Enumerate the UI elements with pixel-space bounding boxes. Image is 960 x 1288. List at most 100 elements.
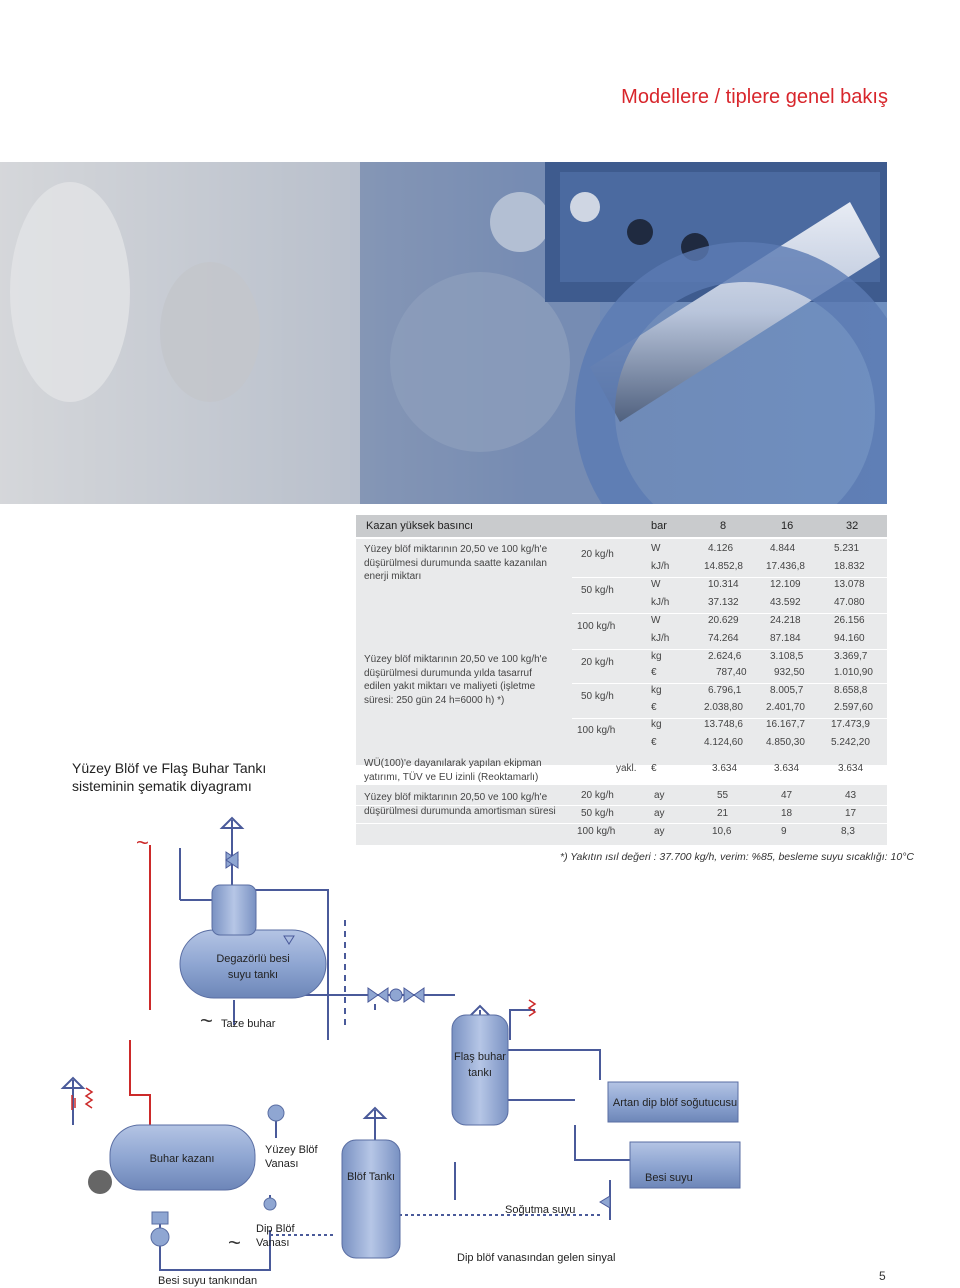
taze-buhar-label: Taze buhar: [221, 1018, 276, 1030]
energy-unit-2b: kJ/h: [651, 597, 670, 608]
amort-val: 55: [717, 790, 729, 801]
amort-val: 47: [781, 790, 793, 801]
row-divider: [356, 823, 887, 824]
savings-val: 4.124,60: [704, 737, 743, 748]
amort-val: 10,6: [712, 826, 732, 837]
savings-val: 932,50: [774, 667, 805, 678]
energy-val: 47.080: [834, 597, 865, 608]
energy-unit-1b: kJ/h: [651, 561, 670, 572]
savings-val: 2.597,60: [834, 702, 873, 713]
product-photo: [0, 162, 887, 504]
savings-val: 5.242,20: [831, 737, 870, 748]
energy-val: 14.852,8: [704, 561, 743, 572]
energy-val: 43.592: [770, 597, 801, 608]
header-pressure-1: 8: [720, 520, 727, 532]
amort-val: 43: [845, 790, 857, 801]
energy-unit-2a: W: [651, 579, 661, 590]
savings-val: 787,40: [716, 667, 747, 678]
row-divider: [572, 577, 887, 578]
savings-flow-3: 100 kg/h: [577, 725, 616, 736]
energy-val: 10.314: [708, 579, 739, 590]
page-header-title: Modellere / tiplere genel bakış: [621, 86, 888, 108]
energy-val: 24.218: [770, 615, 801, 626]
amort-flow-3: 100 kg/h: [577, 826, 616, 837]
energy-flow-1: 20 kg/h: [581, 549, 614, 560]
savings-val: 16.167,7: [766, 719, 805, 730]
savings-val: 17.473,9: [831, 719, 870, 730]
table-header: Kazan yüksek basıncı bar 8 16 32: [356, 515, 887, 537]
flas-label-2: tankı: [468, 1067, 492, 1079]
investment-unit: €: [651, 763, 657, 774]
savings-val: 8.005,7: [770, 685, 804, 696]
dip-sinyal-label: Dip blöf vanasından gelen sinyal: [457, 1252, 615, 1264]
degazor-label-2: suyu tankı: [228, 969, 278, 981]
energy-val: 5.231: [834, 543, 860, 554]
savings-val: 1.010,90: [834, 667, 873, 678]
besi-tank-label: Besi suyu tankından: [158, 1275, 257, 1287]
page-number: 5: [879, 1269, 886, 1283]
row-divider: [572, 718, 887, 719]
yuzey-blof-label-1: Yüzey Blöf: [265, 1144, 319, 1156]
savings-unit-3a: kg: [651, 719, 662, 730]
header-pressure-2: 16: [781, 520, 794, 532]
savings-flow-2: 50 kg/h: [581, 691, 614, 702]
tilde-icon: ~: [228, 1230, 241, 1255]
savings-val: 2.038,80: [704, 702, 743, 713]
investment-prefix: yakl.: [616, 763, 637, 774]
savings-val: 4.850,30: [766, 737, 805, 748]
amort-val: 21: [717, 808, 729, 819]
amort-unit: ay: [654, 790, 665, 801]
diagram-section-title: Yüzey Blöf ve Flaş Buhar Tankı sistemini…: [72, 760, 267, 794]
footnote: *) Yakıtın ısıl değeri : 37.700 kg/h, ve…: [560, 851, 914, 863]
schematic-diagram: Degazörlü besi suyu tankı ~ ~ Taze buhar…: [60, 816, 741, 1287]
amort-val: 8,3: [841, 826, 855, 837]
amort-val: 9: [781, 826, 787, 837]
energy-savings-band: [356, 539, 887, 765]
header-label: Kazan yüksek basıncı: [366, 520, 474, 532]
tilde-icon: ~: [200, 1008, 213, 1033]
savings-val: 2.401,70: [766, 702, 805, 713]
energy-val: 4.844: [770, 543, 796, 554]
amort-val: 17: [845, 808, 857, 819]
header-pressure-3: 32: [846, 520, 859, 532]
savings-unit-2a: kg: [651, 685, 662, 696]
energy-flow-3: 100 kg/h: [577, 621, 616, 632]
artan-label: Artan dip blöf soğutucusu: [613, 1097, 737, 1109]
degazor-label-1: Degazörlü besi: [216, 953, 289, 965]
amort-flow-2: 50 kg/h: [581, 808, 614, 819]
row-divider: [572, 683, 887, 684]
row-divider: [572, 613, 887, 614]
amort-unit: ay: [654, 826, 665, 837]
besi-suyu-label: Besi suyu: [645, 1172, 693, 1184]
savings-unit-3b: €: [651, 737, 657, 748]
savings-val: 6.796,1: [708, 685, 742, 696]
energy-val: 18.832: [834, 561, 865, 572]
dip-blof-label-1: Dip Blöf: [256, 1223, 295, 1235]
steam-tilde-icon: ~: [136, 830, 149, 855]
energy-val: 17.436,8: [766, 561, 805, 572]
savings-val: 3.108,5: [770, 651, 804, 662]
energy-unit-1a: W: [651, 543, 661, 554]
savings-val: 13.748,6: [704, 719, 743, 730]
savings-val: 3.369,7: [834, 651, 868, 662]
savings-flow-1: 20 kg/h: [581, 657, 614, 668]
energy-flow-2: 50 kg/h: [581, 585, 614, 596]
row-divider: [572, 649, 887, 650]
savings-desc: Yüzey blöf miktarının 20,50 ve 100 kg/h'…: [364, 654, 548, 706]
energy-val: 37.132: [708, 597, 739, 608]
amort-val: 18: [781, 808, 793, 819]
investment-val: 3.634: [774, 763, 800, 774]
savings-unit-1b: €: [651, 667, 657, 678]
amortization-desc: Yüzey blöf miktarının 20,50 ve 100 kg/h'…: [364, 792, 556, 817]
energy-val: 4.126: [708, 543, 734, 554]
row-divider: [356, 805, 887, 806]
energy-val: 13.078: [834, 579, 865, 590]
energy-val: 26.156: [834, 615, 865, 626]
energy-val: 94.160: [834, 633, 865, 644]
investment-val: 3.634: [838, 763, 864, 774]
yuzey-blof-label-2: Vanası: [265, 1158, 298, 1170]
amort-flow-1: 20 kg/h: [581, 790, 614, 801]
energy-unit-3a: W: [651, 615, 661, 626]
energy-val: 87.184: [770, 633, 801, 644]
savings-unit-2b: €: [651, 702, 657, 713]
